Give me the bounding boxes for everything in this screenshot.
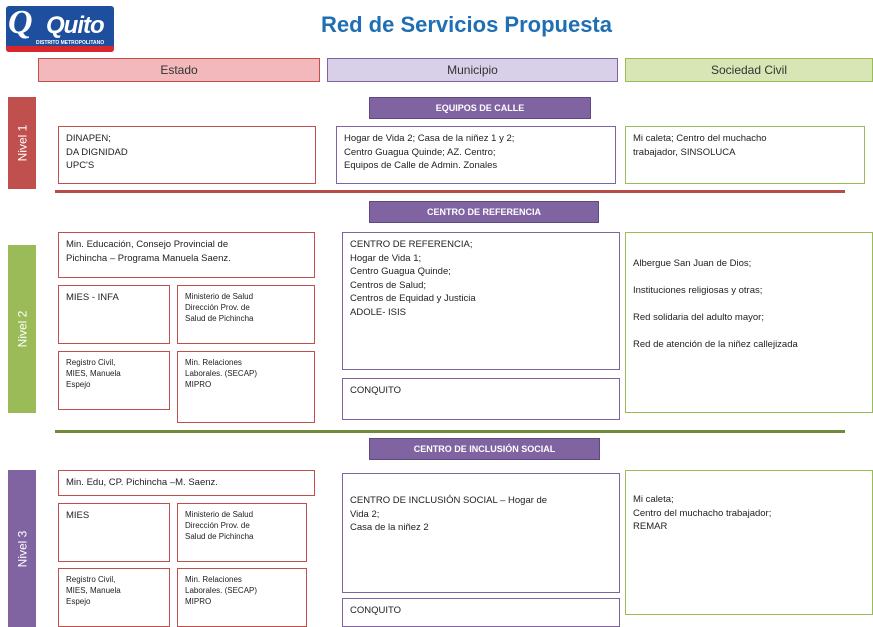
n2-laborales-box: Min. Relaciones Laborales. (SECAP) MIPRO [177,351,315,423]
n2-mies-box: MIES - INFA [58,285,170,344]
page-title: Red de Servicios Propuesta [321,12,612,37]
n1-municipio-box: Hogar de Vida 2; Casa de la niñez 1 y 2;… [336,126,616,184]
n2-conquito-box: CONQUITO [342,378,620,420]
n3-sociedad-box: Mi caleta; Centro del muchacho trabajado… [625,470,873,615]
nivel-2-label: Nivel 2 [8,245,36,413]
column-header-municipio: Municipio [327,58,618,82]
divider-nivel-1 [55,190,845,193]
section-centro-inclusion-social: CENTRO DE INCLUSIÓN SOCIAL [369,438,600,460]
n3-estado-top-box: Min. Edu, CP. Pichincha –M. Saenz. [58,470,315,496]
section-centro-de-referencia: CENTRO DE REFERENCIA [369,201,599,223]
nivel-1-text: Nivel 1 [15,124,29,162]
n3-conquito-box: CONQUITO [342,598,620,627]
divider-nivel-2 [55,430,845,433]
logo-red-band [6,46,114,52]
logo-subtitle: DISTRITO METROPOLITANO [36,40,105,46]
n1-sociedad-box: Mi caleta; Centro del muchacho trabajado… [625,126,865,184]
column-header-sociedad-civil: Sociedad Civil [625,58,873,82]
logo-name: Quito [46,12,105,39]
n2-salud-box: Ministerio de Salud Dirección Prov. de S… [177,285,315,344]
column-header-estado: Estado [38,58,320,82]
n2-municipio-box: CENTRO DE REFERENCIA; Hogar de Vida 1; C… [342,232,620,370]
nivel-1-label: Nivel 1 [8,97,36,189]
n3-mies-box: MIES [58,503,170,562]
n3-salud-box: Ministerio de Salud Dirección Prov. de S… [177,503,307,562]
n2-sociedad-box: Albergue San Juan de Dios; Instituciones… [625,232,873,413]
nivel-3-label: Nivel 3 [8,470,36,627]
n3-registro-box: Registro Civil, MIES, Manuela Espejo [58,568,170,627]
n2-estado-top-box: Min. Educación, Consejo Provincial de Pi… [58,232,315,278]
nivel-2-text: Nivel 2 [15,310,29,348]
section-equipos-de-calle: EQUIPOS DE CALLE [369,97,591,119]
logo-q-glyph: Q [8,6,33,41]
n3-municipio-box: CENTRO DE INCLUSIÓN SOCIAL – Hogar de Vi… [342,473,620,593]
n2-registro-box: Registro Civil, MIES, Manuela Espejo [58,351,170,410]
quito-logo: Q Quito DISTRITO METROPOLITANO [6,6,114,52]
n1-estado-box: DINAPEN; DA DIGNIDAD UPC'S [58,126,316,184]
nivel-3-text: Nivel 3 [15,530,29,567]
n3-laborales-box: Min. Relaciones Laborales. (SECAP) MIPRO [177,568,307,627]
